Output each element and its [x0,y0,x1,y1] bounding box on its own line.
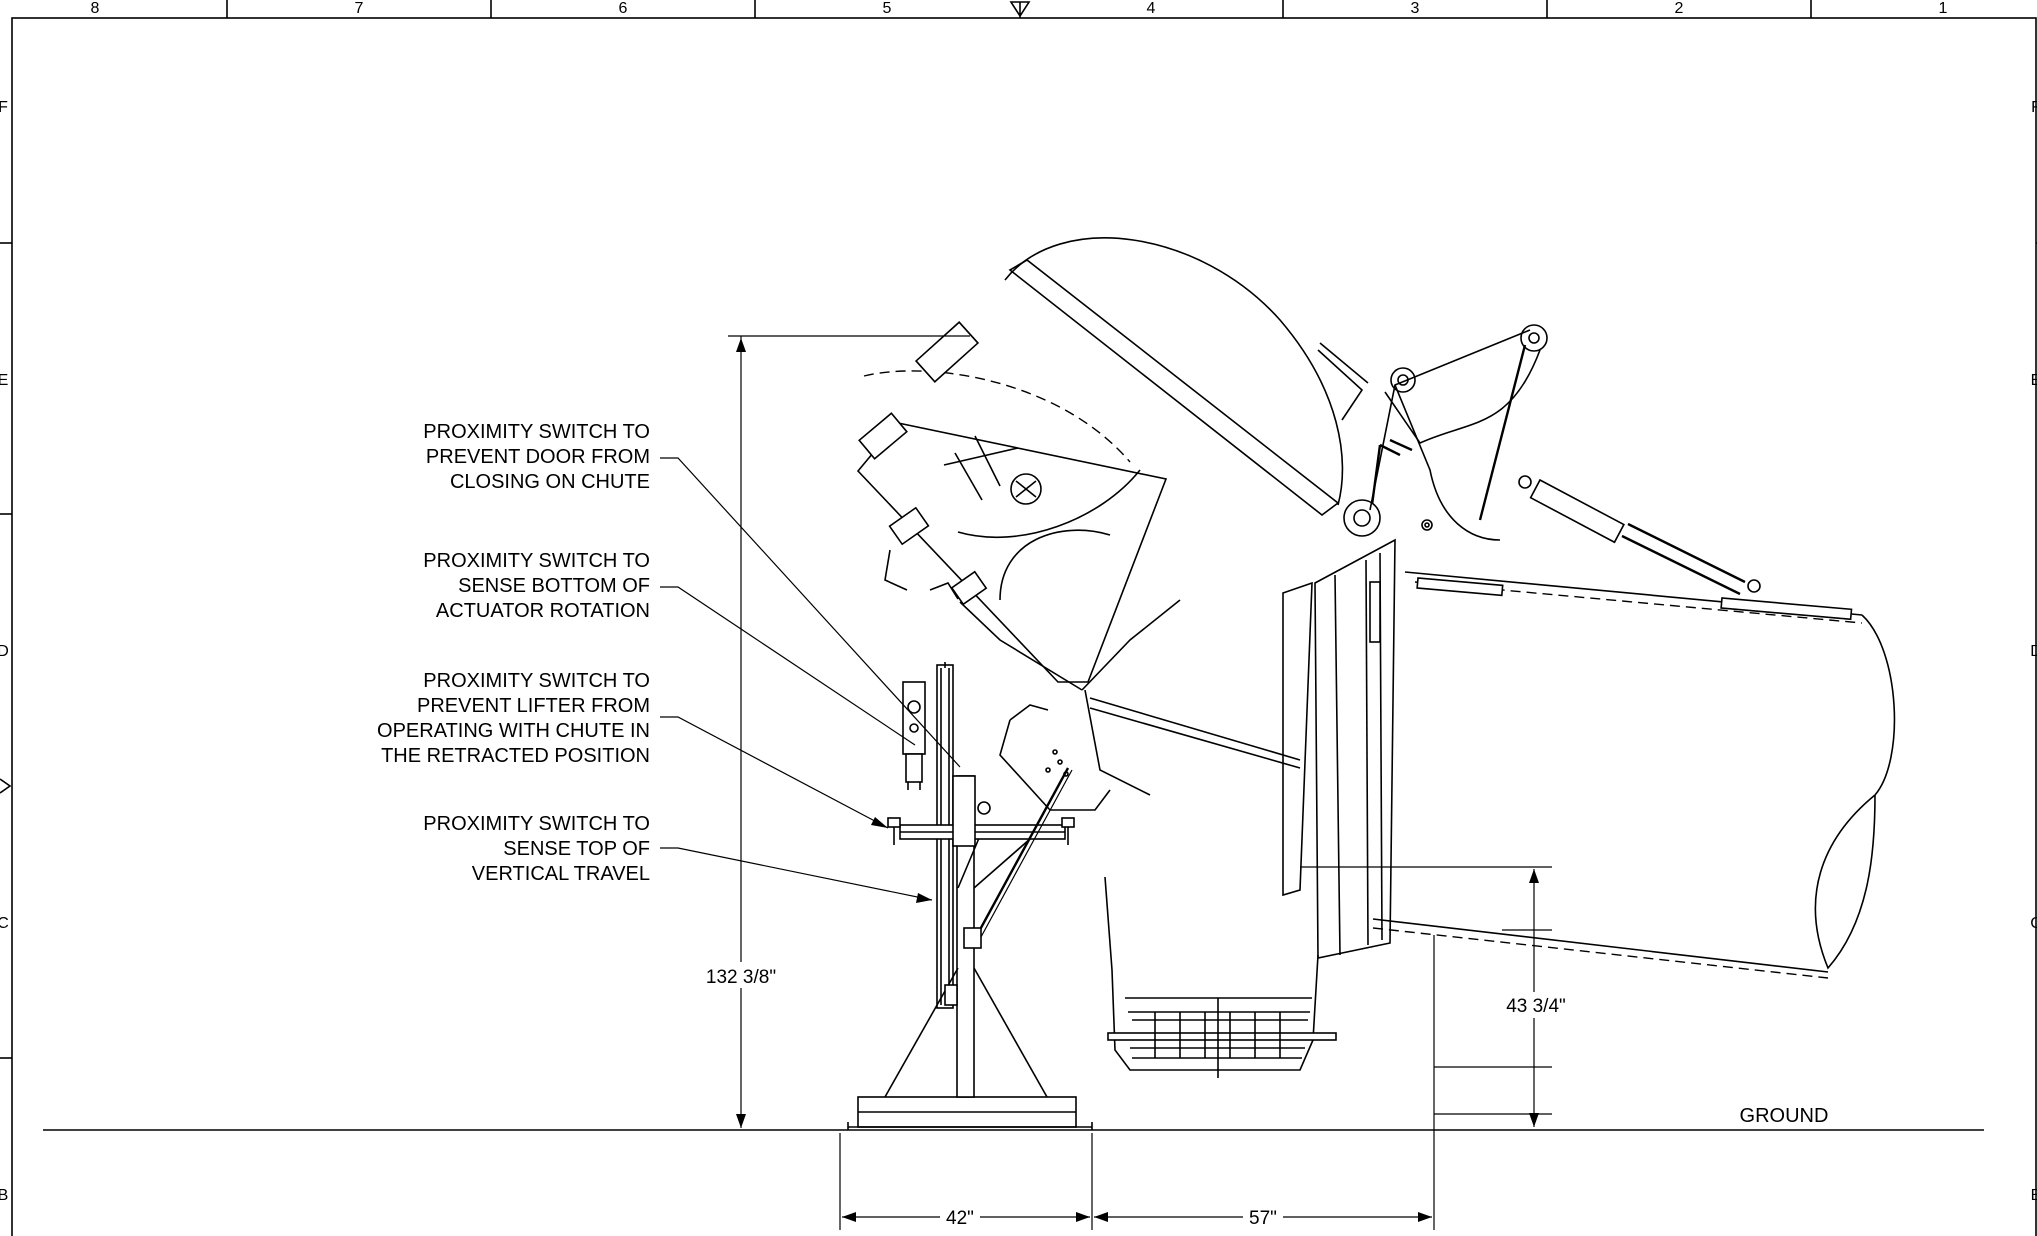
dimension-overall-height-label: 132 3/8" [706,967,776,988]
dimension-chute-height: 43 3/4" [1300,866,1574,1127]
callout-travel-line-3: VERTICAL TRAVEL [472,863,650,885]
zone-label-d-right: D [2030,643,2037,660]
zone-label-b-right: B [2031,1187,2037,1204]
callout-lifter-line-1: PROXIMITY SWITCH TO [423,670,650,692]
zone-label-e-left: E [0,372,8,389]
main-frame [1282,438,1413,959]
zone-label-6: 6 [619,0,628,17]
leader-arrow-icon [916,893,932,903]
zone-label-c-right: C [2030,915,2037,932]
callout-lifter-line-2: PREVENT LIFTER FROM [417,695,650,717]
dimension-chute-height-label: 43 3/4" [1506,996,1566,1017]
zone-label-4: 4 [1147,0,1156,17]
dimension-offset-label: 57" [1249,1208,1277,1229]
zone-label-3: 3 [1411,0,1420,17]
zone-label-f-left: F [0,99,8,116]
callout-door-line-3: CLOSING ON CHUTE [450,471,650,493]
dimension-offset: 57" [1094,935,1435,1230]
chute-assembly [856,321,1301,811]
rotation-actuator [902,681,926,790]
lift-linkage [1343,324,1761,596]
tipping-bin [1104,876,1337,1078]
leader-arrow-icon [871,817,888,828]
callout-door-line-1: PROXIMITY SWITCH TO [423,421,650,443]
zone-label-e-right: E [2031,372,2037,389]
dimension-base-width: 42" [839,1133,1093,1230]
callout-actuator: PROXIMITY SWITCH TO SENSE BOTTOM OF ACTU… [423,550,650,622]
door [1004,237,1369,517]
callout-actuator-line-1: PROXIMITY SWITCH TO [423,550,650,572]
center-mark-icon [1009,1,1031,18]
callout-lifter-line-4: THE RETRACTED POSITION [381,745,650,767]
top-zone-labels: 8 7 6 5 4 3 2 1 [91,0,1948,17]
dimension-base-width-label: 42" [946,1208,974,1229]
zone-label-1: 1 [1939,0,1948,17]
callout-door-line-2: PREVENT DOOR FROM [426,446,650,468]
right-zone-labels: F E D C B [2030,99,2037,1204]
callout-lifter-line-3: OPERATING WITH CHUTE IN [377,720,650,742]
callout-travel-line-1: PROXIMITY SWITCH TO [423,813,650,835]
ground-label: GROUND [1740,1105,1829,1127]
zone-label-c-left: C [0,915,9,932]
zone-label-8: 8 [91,0,100,17]
callout-leaders [660,457,961,903]
dimension-overall-height: 132 3/8" [700,335,970,1128]
callout-actuator-line-3: ACTUATOR ROTATION [436,600,650,622]
callout-door: PROXIMITY SWITCH TO PREVENT DOOR FROM CL… [423,421,650,493]
zone-label-b-left: B [0,1187,8,1204]
zone-label-f-right: F [2031,99,2037,116]
proximity-switch-lifter [887,801,1075,845]
zone-label-d-left: D [0,643,9,660]
callout-travel-line-2: SENSE TOP OF [503,838,650,860]
callout-lifter: PROXIMITY SWITCH TO PREVENT LIFTER FROM … [377,670,650,767]
callout-actuator-line-2: SENSE BOTTOM OF [458,575,650,597]
zone-label-5: 5 [883,0,892,17]
callout-travel: PROXIMITY SWITCH TO SENSE TOP OF VERTICA… [423,813,650,885]
container-body [1372,571,1896,979]
left-zone-labels: F E D C B [0,99,9,1204]
ground-line: GROUND [43,1105,1984,1131]
zone-label-2: 2 [1675,0,1684,17]
zone-label-7: 7 [355,0,364,17]
lifter-stand [847,662,1093,1130]
